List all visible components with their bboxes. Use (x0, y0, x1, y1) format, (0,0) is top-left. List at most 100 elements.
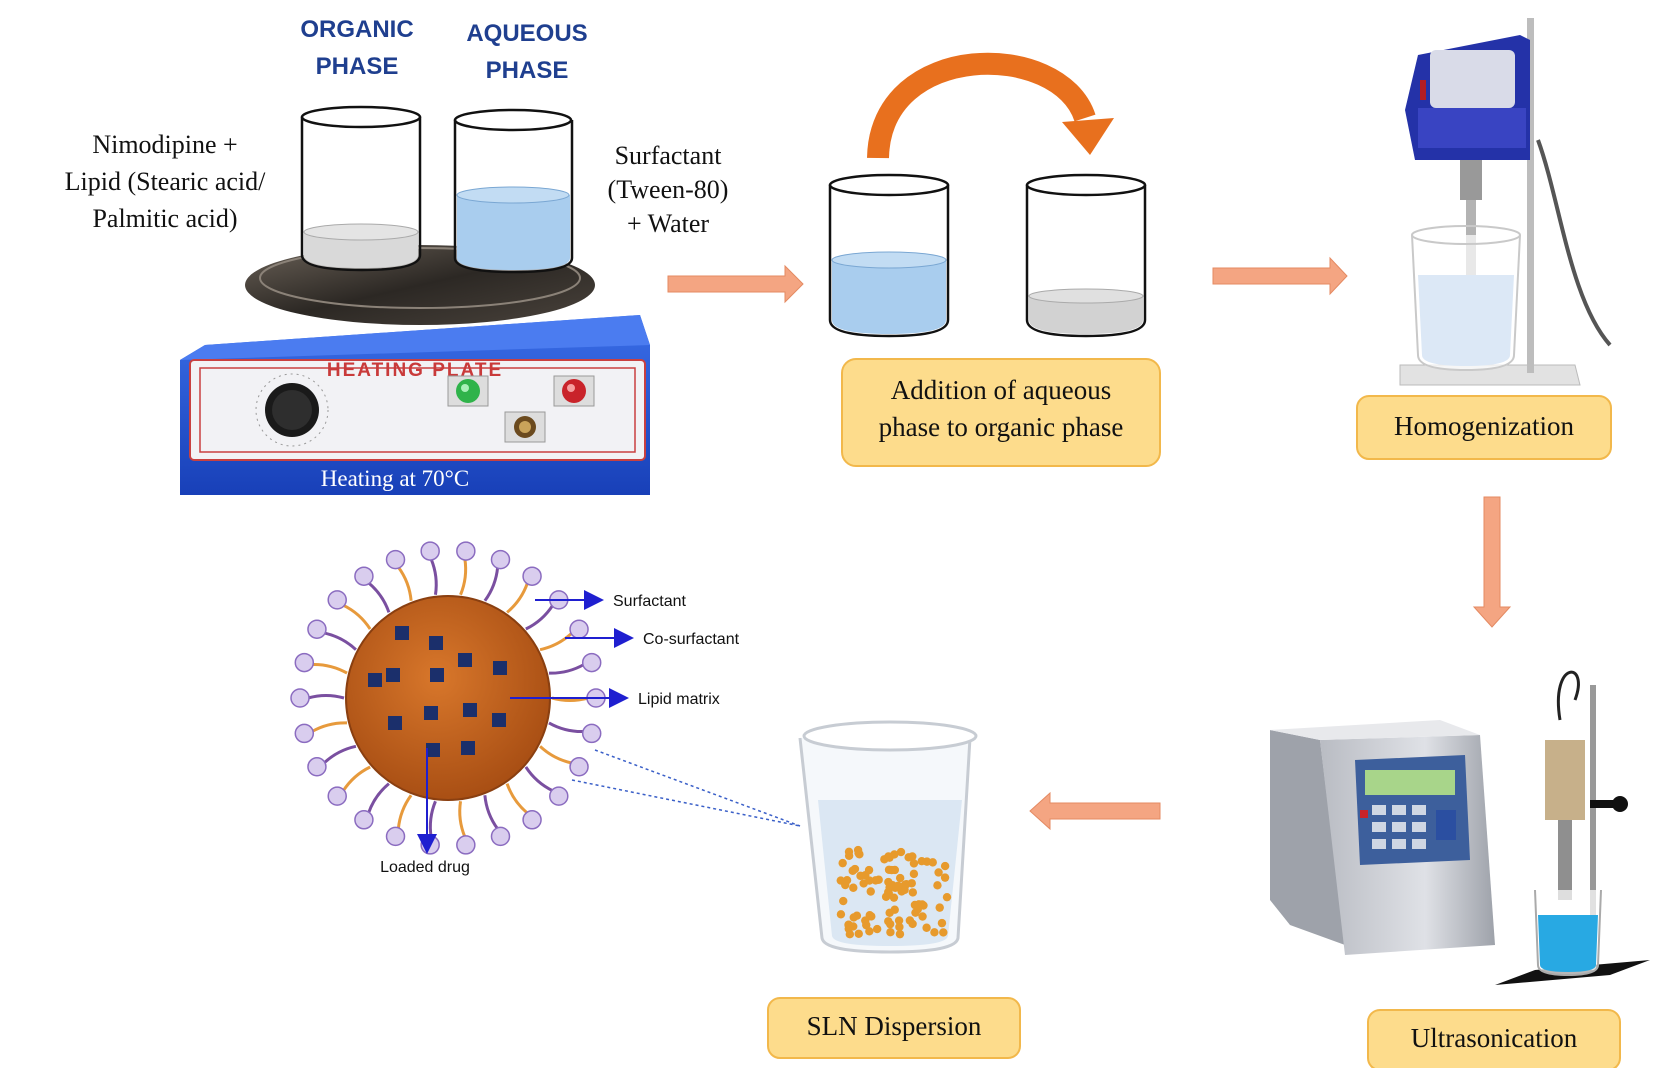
surfactant-tail (539, 745, 573, 765)
aqueous-phase-beaker-icon (453, 108, 574, 274)
flow-arrow-to-addition (667, 264, 804, 304)
drug-square (426, 743, 440, 757)
sln-dispersion-step-box (767, 997, 1021, 1059)
drug-square (492, 713, 506, 727)
nanoparticle-dot (856, 871, 865, 881)
surfactant-tail (429, 558, 438, 595)
surfactant-tail (341, 765, 371, 792)
surfactant-head (549, 786, 569, 806)
surfactant-tail (505, 783, 529, 815)
surfactant-head (456, 541, 476, 561)
nanoparticle-dot (896, 847, 906, 857)
homogenization-step-box (1356, 395, 1612, 460)
drug-square (368, 673, 382, 687)
surfactant-head (290, 688, 310, 708)
ultrasonication-stage: Ultrasonication (1270, 670, 1650, 1068)
surfactant-tail (367, 581, 391, 613)
surfactant-tail (307, 694, 345, 700)
nanoparticle-dot (905, 916, 915, 925)
nanoparticle-dot (891, 883, 900, 892)
surfactant-head (385, 549, 406, 570)
sln-dispersion-step-label: SLN Dispersion (807, 1011, 982, 1041)
drug-square (395, 626, 409, 640)
homogenizer-icon (1399, 18, 1612, 386)
surfactant-head (420, 541, 440, 561)
surfactant-tail (342, 603, 372, 630)
surfactant-head (456, 835, 476, 855)
organic-phase-beaker-icon (300, 105, 422, 272)
nanoparticle-dot (930, 928, 939, 937)
surfactant-head (327, 786, 347, 806)
nanoparticle-dot (836, 876, 845, 885)
ultrasonication-step-box (1367, 1009, 1621, 1068)
nanoparticle-dot (839, 896, 848, 906)
surfactant-tail (323, 631, 357, 651)
sln-dispersion-stage: SLN Dispersion (767, 720, 1021, 1059)
nanoparticle-dot (885, 919, 895, 929)
nanoparticle-dot (872, 924, 882, 934)
nanoparticle-dot (853, 845, 863, 855)
nanoparticle-dot (886, 928, 895, 937)
surfactant-head (307, 619, 327, 639)
nanoparticle-dot (918, 912, 927, 921)
heating-plate-icon: HEATING PLATE Heating at 70°C (180, 315, 650, 495)
aqueous-phase-label: AQUEOUS (466, 20, 587, 47)
flow-arrow-to-dispersion (1029, 791, 1161, 831)
surfactant-tail (459, 558, 468, 596)
nanoparticle-dot (884, 877, 893, 887)
nanoparticle-dot (922, 857, 932, 866)
nanoparticle-dot (854, 929, 863, 938)
homogenization-step-label: Homogenization (1394, 411, 1574, 441)
nanoparticle-dot (850, 864, 860, 874)
nanoparticle-dot (884, 852, 893, 861)
nanoparticle-dot (844, 851, 854, 861)
nanoparticle-dot (922, 923, 931, 932)
surfactant-head (569, 619, 589, 639)
nanoparticle-dot (865, 876, 874, 885)
nanoparticle-dot (933, 881, 942, 890)
nanoparticle-dot (836, 910, 846, 919)
nanoparticle-dot (894, 916, 904, 925)
surfactant-tail (539, 631, 573, 652)
nanoparticle-dot (865, 927, 874, 936)
drug-square (388, 716, 402, 730)
drug-square (429, 636, 443, 650)
nanoparticle-dot (890, 905, 899, 914)
heating-condition-label: Heating at 70°C (321, 466, 469, 491)
nanoparticle-dot (942, 892, 952, 902)
nanoparticle-dot (909, 859, 919, 868)
loaded-drug-squares (368, 626, 507, 757)
drug-square (463, 703, 477, 717)
surfactant-tail (367, 782, 390, 814)
drug-square (424, 706, 438, 720)
nanoparticle-dot (838, 858, 847, 868)
organic-ingredients-line2: Lipid (Stearic acid/ (65, 167, 266, 196)
nanoparticle-dot (842, 876, 852, 885)
zoom-line-upper (594, 749, 801, 827)
nanoparticle-dot (900, 885, 909, 895)
surfactant-head (581, 652, 602, 673)
nanoparticle-dot (866, 887, 875, 896)
surfactant-tail (396, 794, 413, 830)
surfactant-head (581, 723, 602, 744)
surfactant-tail (483, 566, 500, 602)
drug-square (458, 653, 472, 667)
aqueous-ingredients-line1: Surfactant (615, 141, 723, 170)
nanoparticle-dot (904, 853, 913, 862)
drug-square (430, 668, 444, 682)
drug-square (386, 668, 400, 682)
organic-beaker-icon (1025, 173, 1147, 338)
drug-square (493, 661, 507, 675)
surfactant-tail (483, 795, 499, 830)
surfactant-tail (428, 800, 437, 838)
surfactant-head (490, 549, 511, 570)
ultrasonication-step-label: Ultrasonication (1411, 1023, 1578, 1053)
nanoparticle-dot (871, 876, 880, 885)
aqueous-ingredients-line3: + Water (627, 209, 709, 238)
aqueous-ingredients-line2: (Tween-80) (608, 175, 729, 204)
organic-ingredients-line3: Palmitic acid) (92, 204, 237, 233)
sln-dispersion-beaker-icon (798, 720, 978, 954)
nanoparticle-structure: Surfactant Co-surfactant Lipid matrix Lo… (290, 541, 740, 876)
surfactant-head (490, 826, 511, 847)
